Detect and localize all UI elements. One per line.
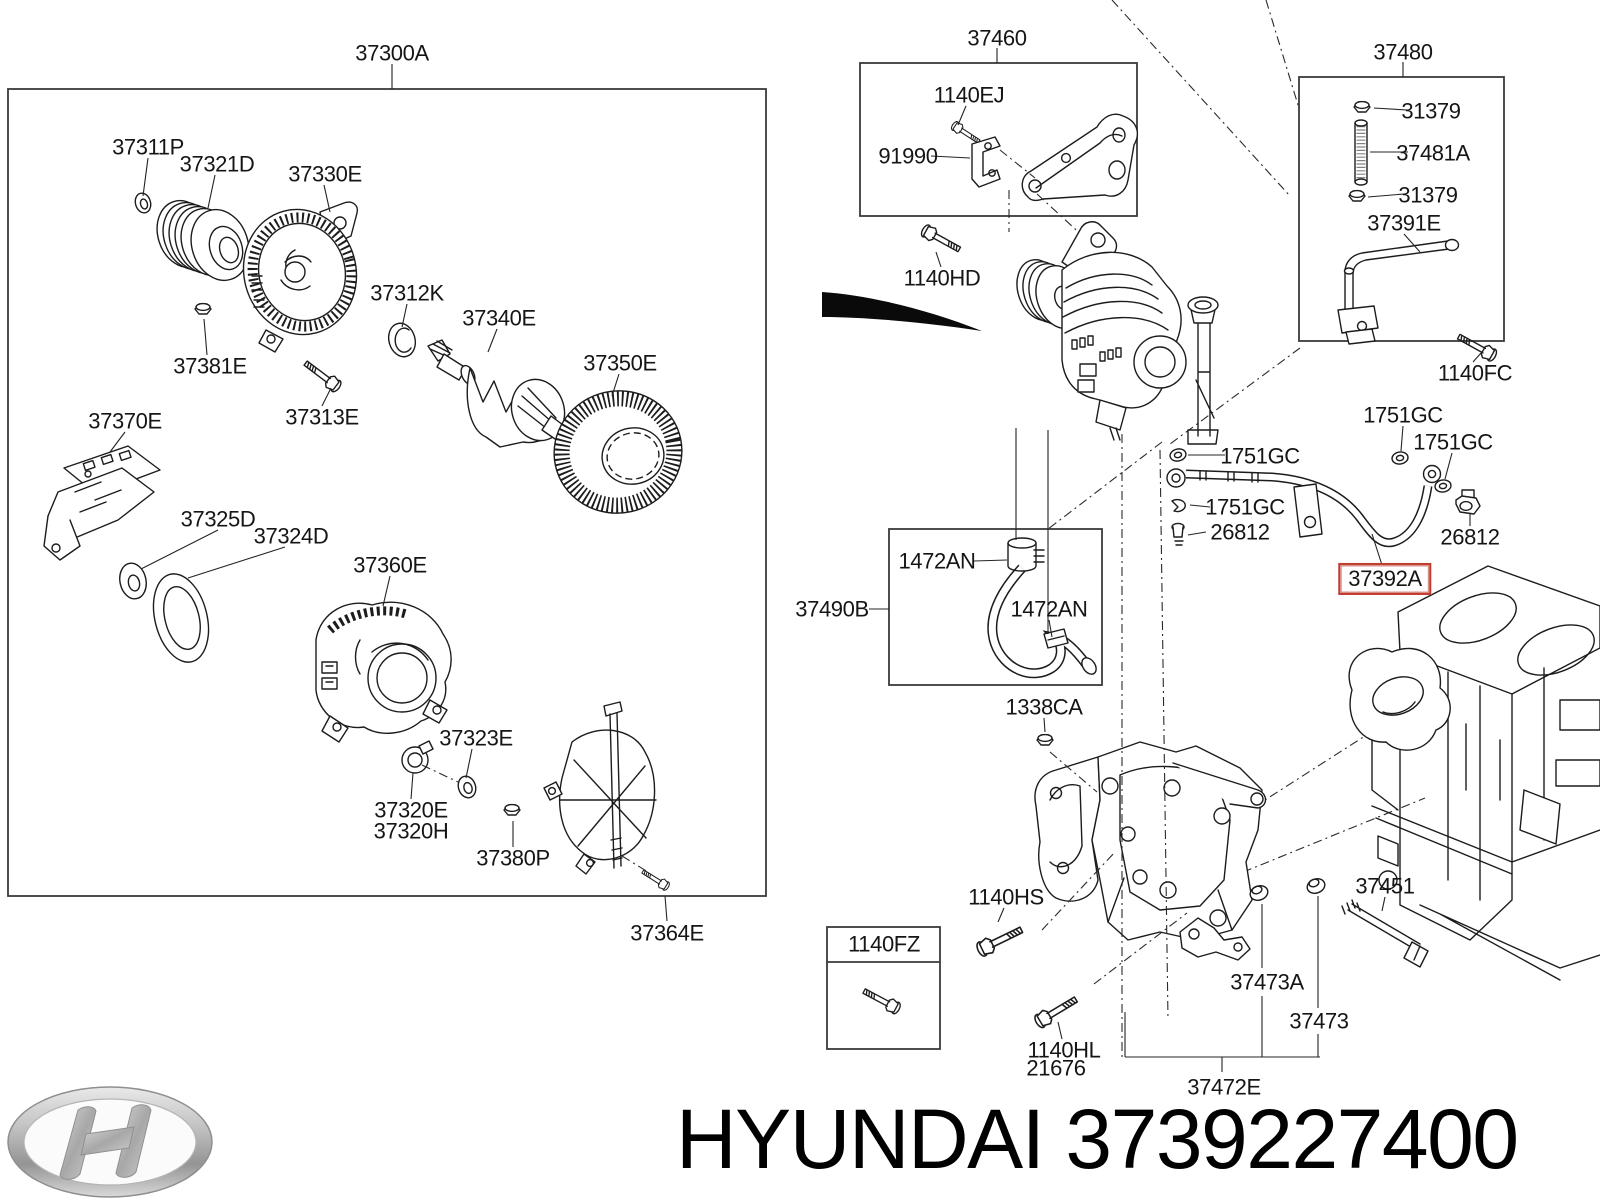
- bolt-37451-drawing: [1341, 899, 1429, 968]
- part-label-31379: 31379: [1398, 182, 1458, 208]
- part-label-26812: 26812: [1440, 524, 1500, 550]
- part-label-37451: 37451: [1355, 873, 1415, 899]
- part-label-26812: 26812: [1210, 519, 1270, 545]
- part-label-37360e: 37360E: [353, 552, 427, 578]
- stud-37481A-drawing: [1354, 119, 1368, 186]
- part-label-1140hd: 1140HD: [903, 265, 981, 291]
- pulley-37321D-drawing: [156, 199, 250, 282]
- part-label-37350e: 37350E: [583, 350, 657, 376]
- part-label-37300a: 37300A: [355, 40, 429, 66]
- part-label-37480: 37480: [1373, 39, 1433, 65]
- bracket-91990-drawing: [971, 136, 1001, 188]
- part-label-37370e: 37370E: [88, 408, 162, 434]
- part-label-37321d: 37321D: [179, 151, 255, 177]
- part-label-1140fc: 1140FC: [1437, 360, 1513, 386]
- part-label-1751gc: 1751GC: [1205, 494, 1285, 520]
- box-1140FZ: [826, 926, 941, 1050]
- footer-part-number: HYUNDAI 3739227400: [676, 1092, 1519, 1186]
- part-label-1751gc: 1751GC: [1413, 429, 1493, 455]
- part-label-1338ca: 1338CA: [1005, 694, 1083, 720]
- leader-lines: [109, 48, 1482, 1072]
- engine-block-drawing: [1348, 565, 1600, 981]
- part-label-37330e: 37330E: [288, 161, 362, 187]
- part-label-91990: 91990: [878, 143, 938, 169]
- rear-cover-drawing: [543, 701, 657, 875]
- part-label-1472an: 1472AN: [1010, 596, 1088, 622]
- part-label-37460: 37460: [967, 25, 1027, 51]
- part-label-37320h: 37320H: [373, 818, 449, 844]
- part-label-37324d: 37324D: [253, 523, 329, 549]
- box-37480: [1298, 76, 1505, 342]
- rear-housing-37360E-drawing: [315, 601, 452, 743]
- part-label-1140hs: 1140HS: [968, 884, 1044, 910]
- washer-37323E-drawing: [457, 775, 477, 799]
- part-label-37311p: 37311P: [112, 134, 184, 160]
- bearing-37320E-drawing: [401, 740, 434, 774]
- part-label-37380p: 37380P: [476, 845, 550, 871]
- part-label-37472e: 37472E: [1187, 1074, 1261, 1100]
- part-label-37340e: 37340E: [462, 305, 536, 331]
- bracket-links: [999, 149, 1099, 251]
- part-label-37364e: 37364E: [630, 920, 704, 946]
- part-label-1751gc: 1751GC: [1363, 402, 1443, 428]
- part-label-37392a: 37392A: [1338, 562, 1432, 596]
- bolt-26812-1-drawing: [1171, 522, 1185, 546]
- stator-37350E-drawing: [553, 390, 683, 514]
- front-housing-37330E-drawing: [242, 201, 359, 353]
- part-label-1751gc: 1751GC: [1220, 443, 1300, 469]
- ring-37324D-drawing: [152, 573, 210, 663]
- part-label-37490b: 37490B: [795, 596, 869, 622]
- part-label-37381e: 37381E: [173, 353, 247, 379]
- bearing-ring-37312K-drawing: [387, 322, 417, 358]
- nut-37473-drawing: [1306, 878, 1326, 894]
- part-label-37323e: 37323E: [439, 725, 513, 751]
- part-label-1140hl: 1140HL: [1027, 1037, 1101, 1063]
- pipe-37391E-drawing: [1337, 238, 1460, 345]
- part-label-37313e: 37313E: [285, 404, 359, 430]
- nut-37473A-drawing: [1249, 885, 1269, 901]
- oil-pipe-37392A-drawing: [1166, 464, 1442, 548]
- bolt-26812-2-drawing: [1455, 489, 1481, 515]
- part-label-37473: 37473: [1289, 1008, 1349, 1034]
- part-label-37320e: 37320E: [374, 797, 448, 823]
- part-label-1140fz: 1140FZ: [848, 931, 920, 957]
- part-label-37473a: 37473A: [1230, 969, 1304, 995]
- clip-1751GC-4-drawing: [1171, 498, 1186, 513]
- swoosh-arrow: [822, 292, 982, 331]
- strap-37473A-drawing: [1179, 917, 1251, 961]
- washer-37325D-drawing: [119, 562, 147, 600]
- hose-37490B-drawing: [987, 537, 1097, 679]
- part-label-37481a: 37481A: [1396, 140, 1470, 166]
- bracket-37472E-drawing: [1034, 741, 1267, 941]
- part-label-37325d: 37325D: [180, 506, 256, 532]
- part-label-1140ej: 1140EJ: [933, 82, 1005, 108]
- part-label-37312k: 37312K: [370, 280, 444, 306]
- rectifier-37370E-drawing: [43, 445, 161, 561]
- washer-37311P-drawing: [134, 192, 152, 214]
- part-label-21676: 21676: [1026, 1055, 1086, 1081]
- alternator-drawing: [1016, 221, 1219, 445]
- part-label-1472an: 1472AN: [898, 548, 976, 574]
- part-label-37391e: 37391E: [1367, 210, 1441, 236]
- part-label-31379: 31379: [1401, 98, 1461, 124]
- hyundai-logo: [7, 1086, 213, 1198]
